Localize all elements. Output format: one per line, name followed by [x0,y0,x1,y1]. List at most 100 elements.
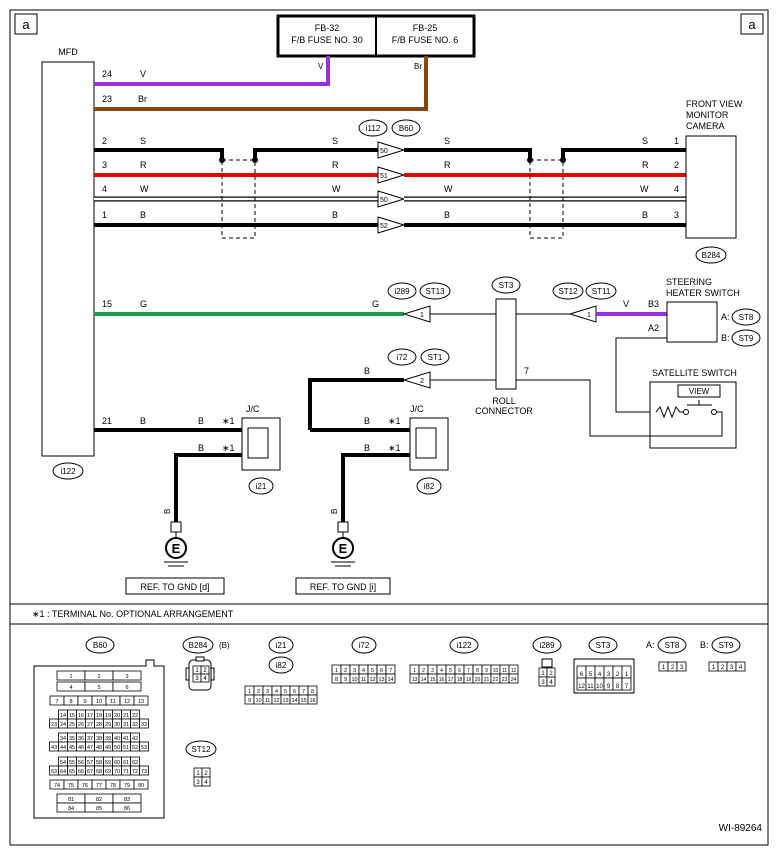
b60-pin-label: 60 [114,760,120,766]
b60-pin-label: 36 [78,736,84,742]
b60-pin-label: 85 [96,806,102,812]
steering-heater-switch [666,301,718,343]
b60-pin-label: 11 [110,699,116,705]
connector-i289-arrow [402,305,431,323]
b60-pin-label: 78 [110,783,116,789]
svg-text:W: W [640,184,649,194]
svg-text:B284: B284 [702,251,721,260]
svg-text:ST9: ST9 [719,641,734,650]
st3-grid-pin-label: 7 [625,684,629,690]
wire-23-brown [94,56,428,111]
connector-i112-id [358,119,388,137]
svg-text:1: 1 [102,210,107,220]
svg-text:E: E [172,541,181,556]
b60-pin-label: 76 [82,783,88,789]
i21-grid-pin-label: 10 [255,698,261,704]
b60-pin-label: 75 [68,783,74,789]
b60-pin-label: 5 [97,685,100,691]
footnote: ∗1 : TERMINAL No. OPTIONAL ARRANGEMENT [32,609,234,619]
i122-grid-pin-label: 9 [485,668,488,674]
shield-right [529,159,564,239]
i21-grid-pin-label: 9 [248,698,251,704]
outer-frame [9,9,769,846]
svg-text:24: 24 [102,69,112,79]
b60-pin-label: 77 [96,783,102,789]
b60-pin-cell [133,779,149,790]
svg-text:V: V [140,69,146,79]
st12-grid-pin-label: 3 [196,780,200,786]
diagram-id: WI-89264 [719,823,763,834]
svg-text:HEATER SWITCH: HEATER SWITCH [666,288,740,298]
svg-text:VIEW: VIEW [689,387,710,396]
i21-grid-pin-label: 12 [273,698,279,704]
b60-pin-label: 28 [96,722,102,728]
i21-grid-pin-label: 2 [257,689,260,695]
connector-b60-id [391,119,421,137]
i21-grid-pin-label: 15 [300,698,306,704]
i122-grid-pin-label: 12 [511,668,517,674]
i122-grid-pin-label: 11 [502,668,507,674]
i72-grid-pin-label: 3 [353,668,356,674]
b60-pin-label: 67 [87,769,93,775]
i289-grid-pin-label: 1 [541,671,545,677]
b60-pin-label: 38 [96,736,102,742]
b60-pin-label: 35 [69,736,75,742]
i72-grid-pin-label: 12 [369,677,375,683]
svg-text:MONITOR: MONITOR [686,110,729,120]
svg-text:CAMERA: CAMERA [686,121,725,131]
svg-text:W: W [140,184,149,194]
svg-text:Br: Br [138,94,147,104]
b60-pin-label: 19 [105,713,111,719]
i122-grid-pin-label: 19 [466,677,472,683]
b60-pin-label: 22 [132,713,138,719]
resistor [655,405,684,419]
b60-pin-label: 46 [78,745,84,751]
i21-grid-pin-label: 6 [293,689,296,695]
fuse-2-id: FB-25 [413,23,438,33]
svg-text:SATELLITE SWITCH: SATELLITE SWITCH [652,368,737,378]
svg-text:ST11: ST11 [592,287,611,296]
i21-grid-pin-label: 13 [282,698,288,704]
connector-arrows [377,141,406,234]
corner-box-right [740,13,764,35]
svg-text:i72: i72 [397,353,408,362]
b60-pin-label: 73 [141,769,147,775]
i21-grid-pin-label: 3 [266,689,269,695]
b60-pin-label: 65 [69,769,75,775]
i72-grid-cell [385,673,396,684]
st3-grid-pin-label: 6 [580,672,584,678]
i289-grid-pin-label: 2 [549,671,553,677]
st9-grid-pin-label: 4 [739,665,743,671]
svg-text:1: 1 [587,312,591,319]
i122-grid-pin-label: 23 [502,677,508,683]
b60-pin-cell [112,802,142,813]
svg-text:B: B [198,443,204,453]
svg-text:V: V [318,62,324,71]
b60-pin-label: 17 [87,713,93,719]
b60-pin-label: 3 [125,674,128,680]
roll-connector-box [495,298,517,390]
wire-24-violet [94,56,330,86]
b60-pin-label: 49 [105,745,111,751]
svg-text:W: W [332,184,341,194]
svg-text:15: 15 [102,299,112,309]
svg-text:A:: A: [721,312,730,322]
b60-pin-label: 32 [132,722,138,728]
svg-text:i82: i82 [276,661,287,670]
b60-pin-label: 68 [96,769,102,775]
svg-text:i82: i82 [424,482,435,491]
b60-pin-label: 84 [68,806,74,812]
b60-pin-label: 1 [69,674,72,680]
b60-pin-label: 79 [124,783,130,789]
b60-pin-label: 53 [141,745,147,751]
b60-pin-label: 39 [105,736,111,742]
b60-pin-label: 62 [132,760,138,766]
i122-grid-pin-label: 24 [511,677,517,683]
st3-grid-cell [621,677,632,691]
svg-text:R: R [444,160,451,170]
b60-pin-label: 57 [87,760,93,766]
i122-grid-pin-label: 17 [448,677,454,683]
st12-grid-cell [201,776,211,787]
b60-pin-label: 69 [105,769,111,775]
